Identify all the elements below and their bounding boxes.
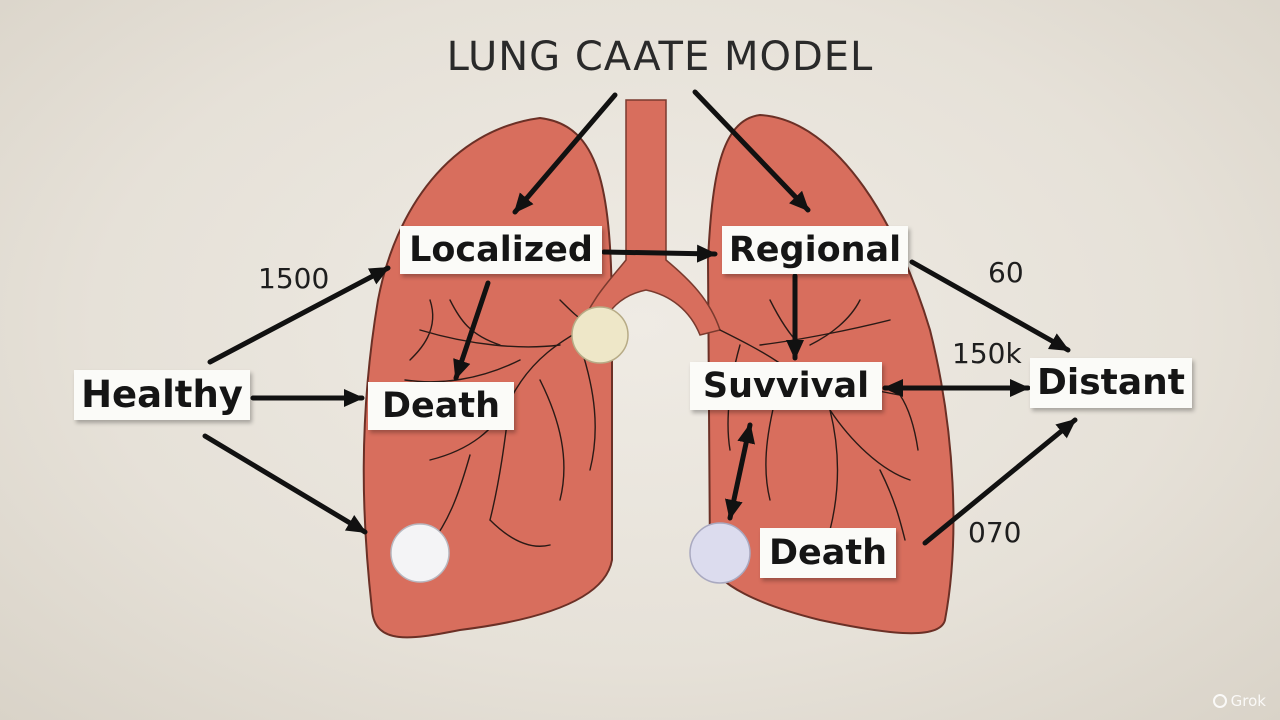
label-healthy-to-localized: 1500: [258, 262, 330, 295]
arrow-healthy-to-dot: [202, 433, 368, 535]
arrow-healthy-to-localized: [207, 265, 391, 365]
watermark: Grok: [1212, 692, 1266, 710]
state-survival: Suvvival: [690, 362, 882, 410]
arrow-survival-to-death: [724, 422, 756, 521]
dot-white-left: [390, 523, 450, 583]
state-death-left: Death: [368, 382, 514, 430]
label-survival-to-distant: 150k: [952, 337, 1022, 370]
arrow-title-to-localized: [512, 92, 618, 215]
arrows: [202, 89, 1078, 546]
dot-cream: [571, 306, 629, 364]
grok-logo-icon: [1212, 694, 1227, 708]
state-healthy: Healthy: [74, 370, 250, 420]
label-death-to-distant: 070: [968, 516, 1022, 549]
state-regional: Regional: [722, 226, 908, 274]
arrow-localized-to-regional: [601, 244, 718, 263]
dot-lavender: [689, 522, 751, 584]
state-death-right: Death: [760, 528, 896, 578]
state-distant: Distant: [1030, 358, 1192, 408]
label-regional-to-distant: 60: [988, 256, 1024, 289]
arrow-title-to-regional: [692, 89, 811, 213]
diagram-title: LUNG CAATE MODEL: [446, 34, 874, 80]
arrow-death-to-distant: [922, 417, 1078, 546]
trachea: [579, 99, 721, 336]
state-localized: Localized: [400, 226, 602, 274]
watermark-text: Grok: [1230, 692, 1266, 710]
arrow-regional-to-distant: [909, 259, 1071, 353]
arrow-localized-to-death: [453, 280, 491, 381]
